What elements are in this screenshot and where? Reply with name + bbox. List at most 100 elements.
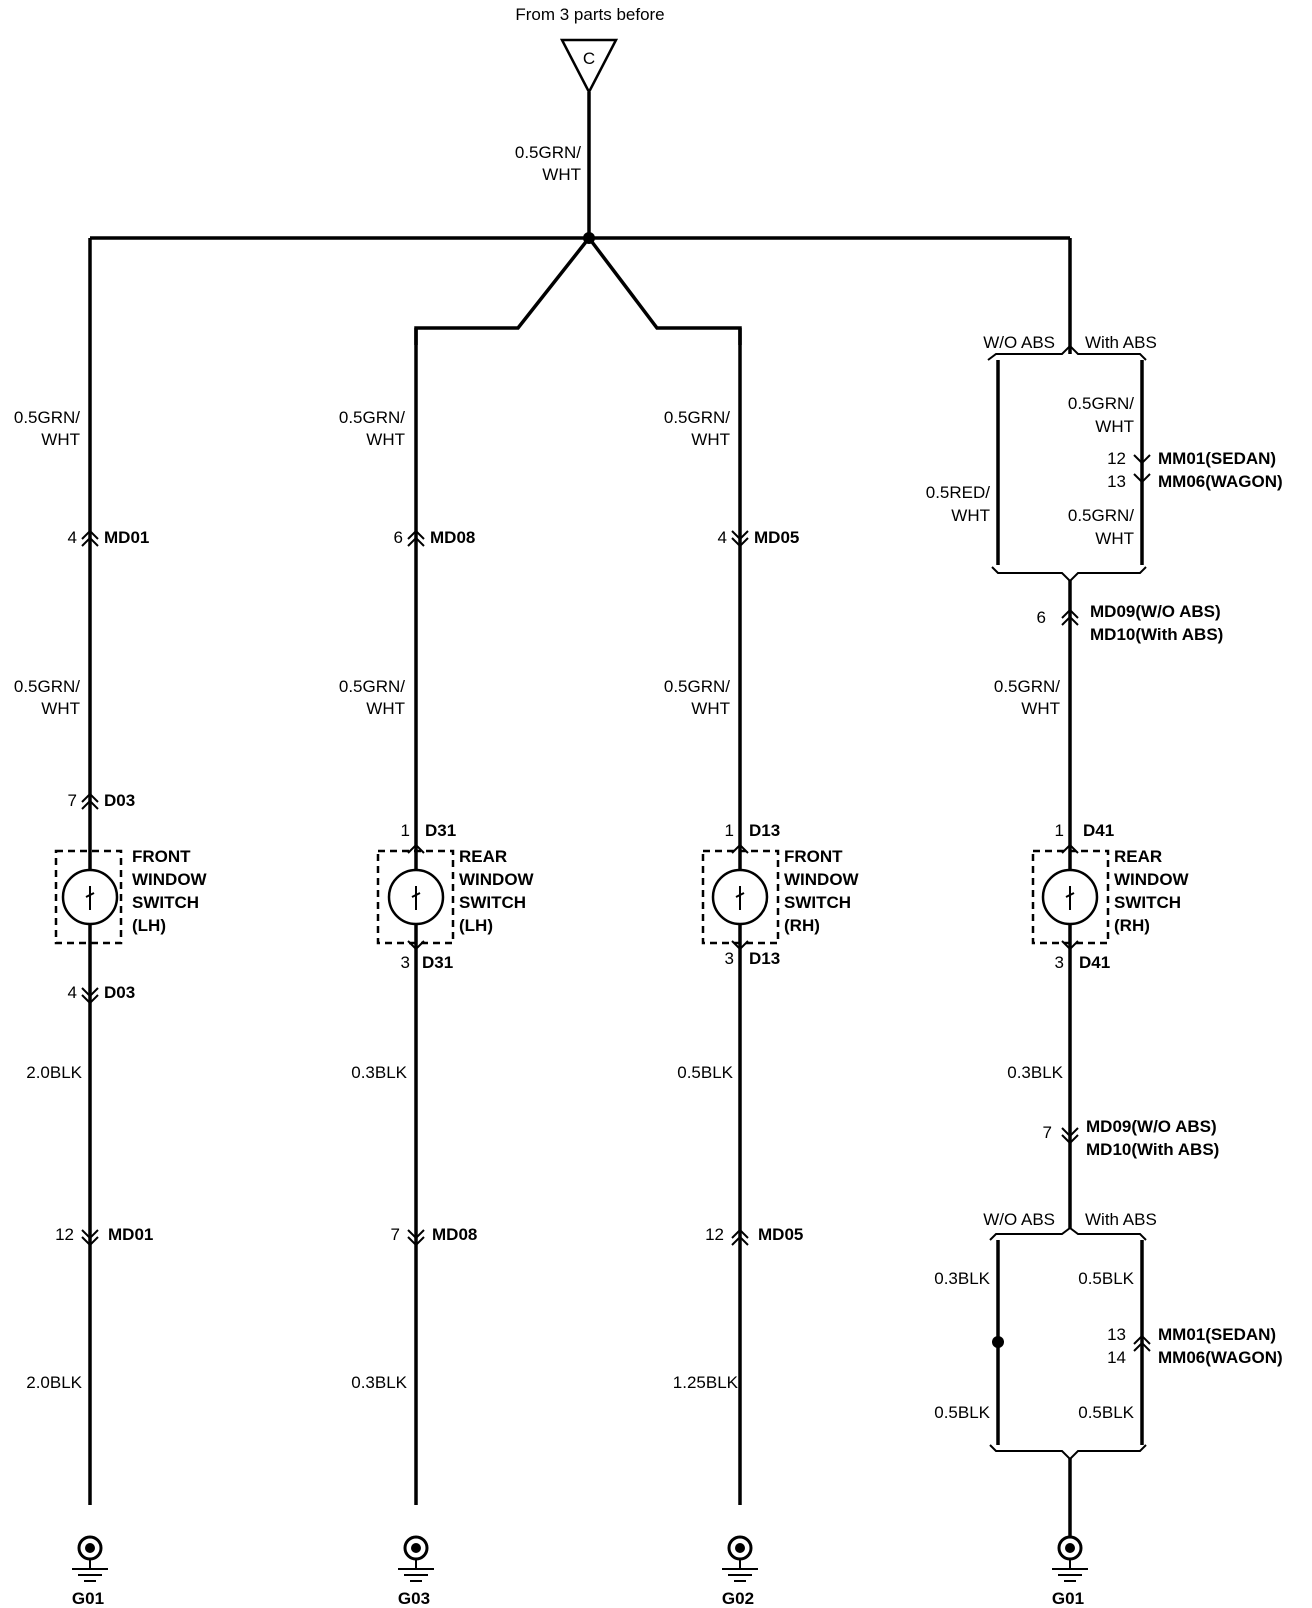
switch-label: (RH) (1114, 916, 1150, 935)
split-bracket-bottom (989, 1226, 1147, 1241)
split-label-wo-abs: W/O ABS (983, 1210, 1055, 1229)
connector-pin: 1 (1055, 821, 1064, 840)
wire-label: 0.5GRN/ (1068, 506, 1134, 525)
switch-label: SWITCH (132, 893, 199, 912)
connector-md01: MD01 (104, 528, 149, 547)
wire-label: 0.5BLK (934, 1403, 990, 1422)
connector-d03: D03 (104, 983, 135, 1002)
connector-d41: D41 (1079, 953, 1110, 972)
ground-g01: G01 (72, 1589, 104, 1608)
connector-d13: D13 (749, 949, 780, 968)
wire-label: WHT (1095, 417, 1134, 436)
wire-label: WHT (691, 699, 730, 718)
connector-d31: D31 (425, 821, 456, 840)
connector-md08: MD08 (432, 1225, 477, 1244)
split-label-wo-abs: W/O ABS (983, 333, 1055, 352)
wire-label: 2.0BLK (26, 1063, 82, 1082)
branch-rear-lh: 0.5GRN/ WHT 6 MD08 0.5GRN/ WHT 1 D31 REA… (339, 328, 535, 1608)
switch-label: WINDOW (784, 870, 860, 889)
wire-label: 0.5GRN/ (14, 677, 80, 696)
connector-md05: MD05 (754, 528, 799, 547)
connector-pin: 14 (1107, 1348, 1126, 1367)
connector-d13: D13 (749, 821, 780, 840)
connector-pin: 12 (55, 1225, 74, 1244)
wire-label: 0.5BLK (677, 1063, 733, 1082)
wire-label: 2.0BLK (26, 1373, 82, 1392)
connector-mm06: MM06(WAGON) (1158, 472, 1283, 491)
wire-label: 0.5GRN/ (339, 677, 405, 696)
connector-d03: D03 (104, 791, 135, 810)
ground-g03: G03 (398, 1589, 430, 1608)
connector-pin: 4 (68, 528, 77, 547)
wire-label: WHT (366, 699, 405, 718)
switch-label: FRONT (132, 847, 191, 866)
wire-label: WHT (691, 430, 730, 449)
switch-box (1031, 849, 1110, 945)
wire-label: 0.5GRN/ (664, 677, 730, 696)
connector-md09: MD09(W/O ABS) (1086, 1117, 1217, 1136)
wire-label: WHT (1021, 699, 1060, 718)
splice-node (992, 1336, 1004, 1348)
split-label-with-abs: With ABS (1085, 1210, 1157, 1229)
connector-pin: 3 (725, 949, 734, 968)
trunk-wire-label-2: WHT (542, 165, 581, 184)
switch-label: (RH) (784, 916, 820, 935)
branch-front-lh: 0.5GRN/ WHT 4 MD01 0.5GRN/ WHT 7 D03 FRO… (14, 238, 208, 1608)
switch-label: REAR (1114, 847, 1162, 866)
switch-label: SWITCH (784, 893, 851, 912)
ground-g01: G01 (1052, 1589, 1084, 1608)
connector-d41: D41 (1083, 821, 1114, 840)
connector-pin: 13 (1107, 1325, 1126, 1344)
wire-label: 0.3BLK (351, 1373, 407, 1392)
connector-mm01: MM01(SEDAN) (1158, 449, 1276, 468)
switch-box (701, 849, 780, 945)
connector-md10: MD10(With ABS) (1090, 625, 1223, 644)
switch-label: (LH) (459, 916, 493, 935)
switch-label: WINDOW (459, 870, 535, 889)
wire-label: 0.5GRN/ (1068, 394, 1134, 413)
switch-label: FRONT (784, 847, 843, 866)
wire-label: 1.25BLK (673, 1373, 739, 1392)
bus-to-lh-rear (414, 236, 591, 345)
connector-pin: 12 (1107, 449, 1126, 468)
connector-pin: 7 (391, 1225, 400, 1244)
connector-md10: MD10(With ABS) (1086, 1140, 1219, 1159)
switch-label: REAR (459, 847, 507, 866)
wire-label: 0.5RED/ (926, 483, 991, 502)
connector-pin: 12 (705, 1225, 724, 1244)
ground-g02: G02 (722, 1589, 754, 1608)
switch-label: (LH) (132, 916, 166, 935)
connector-md01: MD01 (108, 1225, 153, 1244)
connector-pin: 7 (1043, 1123, 1052, 1142)
connector-md05: MD05 (758, 1225, 803, 1244)
switch-label: SWITCH (1114, 893, 1181, 912)
switch-box (376, 849, 455, 945)
wire-label: 0.5GRN/ (14, 408, 80, 427)
connector-pin: 3 (1055, 953, 1064, 972)
connector-d31: D31 (422, 953, 453, 972)
connector-mm01: MM01(SEDAN) (1158, 1325, 1276, 1344)
connector-pin: 4 (68, 983, 77, 1002)
wire-label: WHT (41, 430, 80, 449)
source-note: From 3 parts before (515, 5, 664, 24)
split-label-with-abs: With ABS (1085, 333, 1157, 352)
switch-label: WINDOW (1114, 870, 1190, 889)
wire-label: 0.3BLK (934, 1269, 990, 1288)
wire-label: 0.5GRN/ (664, 408, 730, 427)
split-bracket-join (991, 566, 1147, 583)
connector-c-letter: C (583, 49, 595, 68)
connector-md09: MD09(W/O ABS) (1090, 602, 1221, 621)
wire-label: 0.3BLK (1007, 1063, 1063, 1082)
connector-c-triangle (559, 38, 619, 95)
wire-label: 0.3BLK (351, 1063, 407, 1082)
trunk-wire-label-1: 0.5GRN/ (515, 143, 581, 162)
switch-box (54, 849, 123, 945)
switch-label: SWITCH (459, 893, 526, 912)
connector-pin: 1 (401, 821, 410, 840)
wire-label: 0.5GRN/ (994, 677, 1060, 696)
wire-label: WHT (1095, 529, 1134, 548)
connector-md08: MD08 (430, 528, 475, 547)
connector-pin: 13 (1107, 472, 1126, 491)
wire-label: WHT (366, 430, 405, 449)
